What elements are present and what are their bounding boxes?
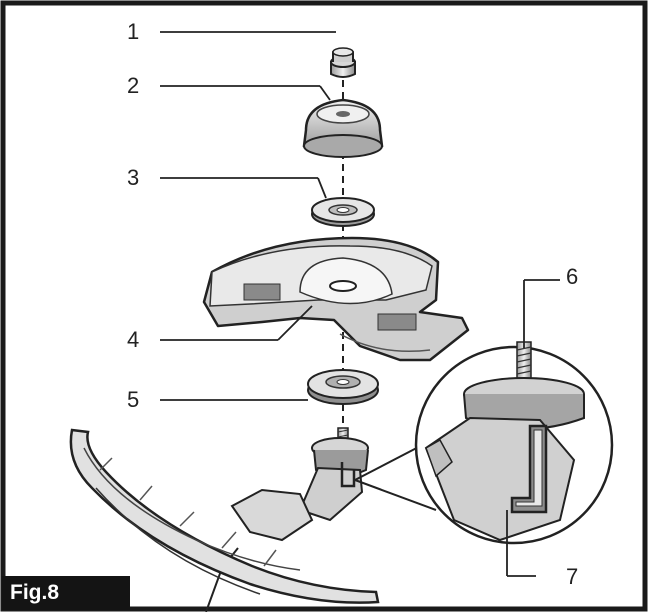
callout-2: 2 <box>127 73 140 98</box>
callout-3: 3 <box>127 165 140 190</box>
part-nut <box>330 47 356 78</box>
part-cup <box>302 98 384 158</box>
part-gear-head <box>205 427 369 612</box>
part-washer <box>311 197 375 227</box>
leader-lines <box>160 31 560 577</box>
callout-1: 1 <box>127 19 140 44</box>
part-blade-plate <box>202 236 470 362</box>
detail-inset <box>354 341 614 545</box>
callout-7: 7 <box>566 564 579 589</box>
callout-6: 6 <box>566 264 579 289</box>
part-lower-washer <box>307 369 379 405</box>
part-guard <box>69 428 380 604</box>
figure-label: Fig.8 <box>2 576 130 610</box>
callout-4: 4 <box>127 327 140 352</box>
callout-5: 5 <box>127 387 140 412</box>
